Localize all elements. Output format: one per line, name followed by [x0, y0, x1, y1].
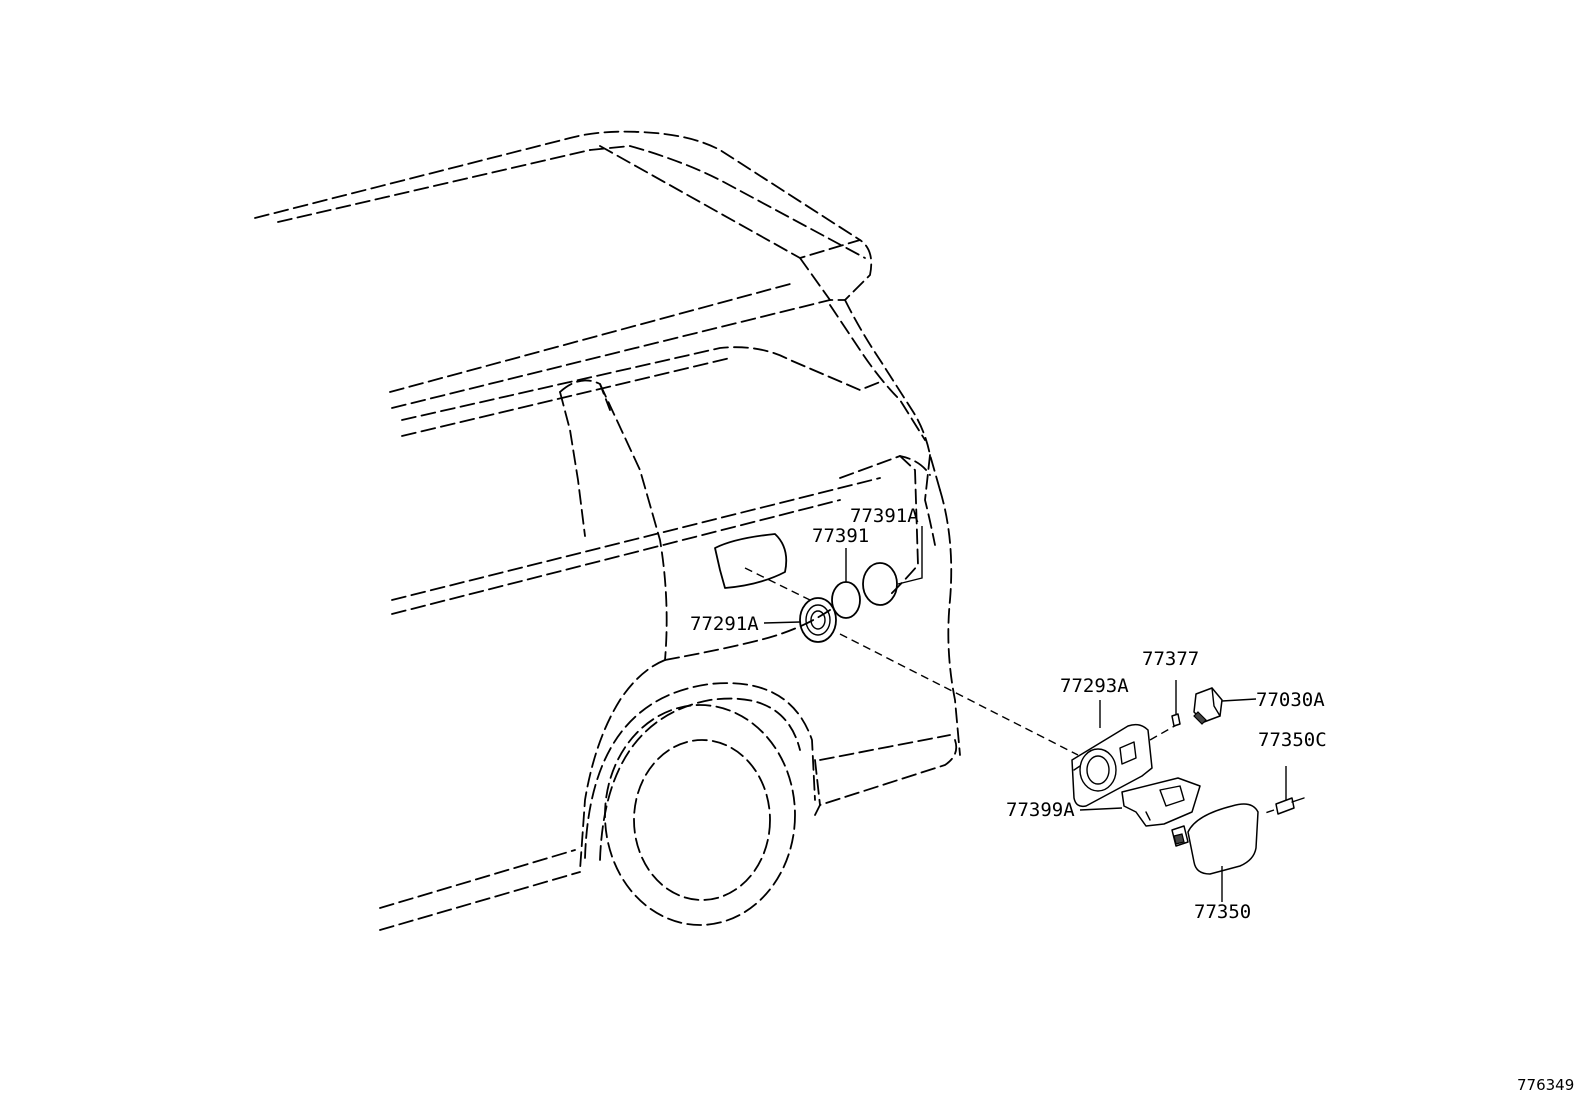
label-77293a: 77293A	[1060, 675, 1129, 697]
label-77391a: 77391A	[850, 505, 919, 527]
fuel-filler-opening	[714, 533, 811, 601]
leader-lines	[763, 526, 1287, 902]
grommet-77291a	[799, 597, 837, 643]
actuator-77030a	[1193, 687, 1223, 725]
fuel-lid-77350	[1171, 803, 1259, 875]
vehicle-body-outline	[254, 130, 961, 931]
assembly-callout-line	[839, 633, 1079, 756]
plug-77391	[831, 581, 861, 619]
part-labels: 77391A 77391 77291A 77377 77293A 77030A …	[690, 505, 1574, 1094]
label-77377: 77377	[1142, 648, 1199, 670]
label-77350c: 77350C	[1258, 729, 1327, 751]
filler-housing-77293a	[1071, 723, 1153, 808]
screw-77377	[1171, 713, 1181, 727]
label-77291a: 77291A	[690, 613, 759, 635]
figure-id: 776349	[1517, 1076, 1574, 1094]
screw-callout-line	[1149, 723, 1179, 741]
label-77350: 77350	[1194, 901, 1251, 923]
plug-77391a	[862, 562, 898, 606]
hinge-77399a	[1121, 777, 1201, 827]
label-77399a: 77399A	[1006, 799, 1075, 821]
label-77391: 77391	[812, 525, 869, 547]
spring-77350c	[1261, 797, 1305, 815]
label-77030a: 77030A	[1256, 689, 1325, 711]
